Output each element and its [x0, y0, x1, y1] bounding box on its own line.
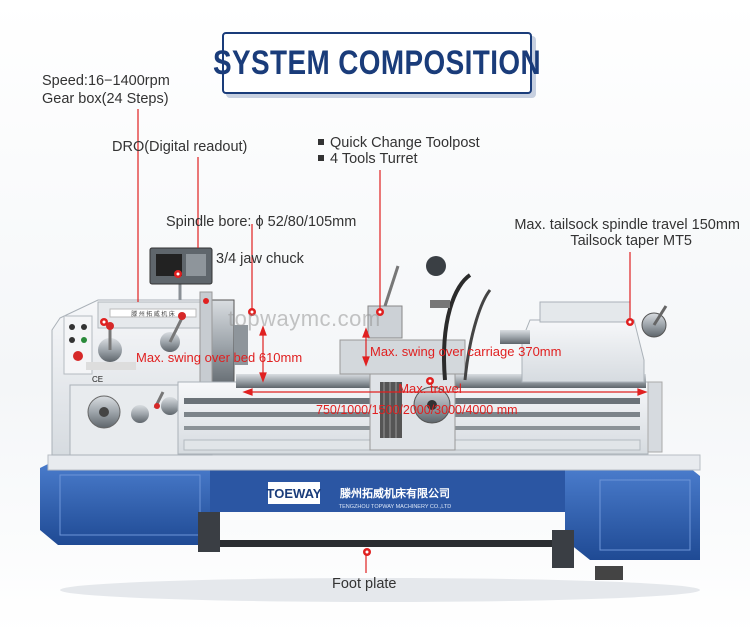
- tailstock-top: [539, 301, 631, 323]
- brand-logo: TOEWAY: [267, 486, 322, 501]
- spindle-bore-label: Spindle bore: ϕ 52/80/105mm: [166, 214, 357, 230]
- foot-bracket-right: [552, 530, 574, 568]
- company-name-cn: 滕州拓威机床有限公司: [340, 486, 450, 500]
- svg-text:CE: CE: [92, 375, 103, 384]
- left-base-cabinet: [40, 462, 210, 545]
- lamp-arm: [442, 273, 472, 381]
- company-name-en: TENGZHOU TOPWAY MACHINERY CO.,LTD: [339, 504, 451, 510]
- emergency-stop: [73, 351, 83, 361]
- toolpost-label: Quick Change Toolpost: [318, 135, 480, 151]
- turret-label: 4 Tools Turret: [318, 151, 418, 167]
- tailstock-travel-label: Max. tailsock spindle travel 150mm: [514, 217, 740, 233]
- swing-over-carriage-arrow: [362, 327, 370, 367]
- dro-label: DRO(Digital readout): [112, 139, 248, 155]
- bullet-icon: [318, 139, 324, 146]
- jaw-chuck: [209, 299, 235, 391]
- brand-logo-plate: [268, 482, 320, 504]
- swing-over-bed-label: Max. swing over bed 610mm: [136, 350, 303, 365]
- annotation-lines: [137, 109, 631, 573]
- swing-over-bed-arrow: [259, 325, 267, 383]
- leveling-foot: [595, 566, 623, 580]
- right-base-cabinet: [565, 468, 700, 560]
- foot-plate-bar: [210, 540, 570, 547]
- foot-bracket-left: [198, 512, 220, 552]
- gearbox-label: Gear box(24 Steps): [42, 91, 169, 107]
- page-title: SYSTEM COMPOSITION: [212, 43, 542, 82]
- floor-shadow: [60, 578, 700, 602]
- max-travel-arrow: [242, 388, 648, 396]
- max-travel-label: Max. travel: [398, 381, 462, 396]
- tailstock-quill: [500, 330, 530, 344]
- work-lamp: [426, 256, 446, 276]
- foot-plate-label: Foot plate: [332, 576, 397, 592]
- max-travel-values: 750/1000/1500/2000/3000/4000 mm: [316, 403, 518, 417]
- chuck-jaw: [234, 325, 248, 365]
- right-cabinet-panel: [599, 479, 691, 551]
- speed-label: Speed:16−1400rpm: [42, 73, 170, 89]
- tailstock-taper-label: Tailsock taper MT5: [570, 233, 692, 249]
- bullet-icon: [318, 155, 324, 162]
- chip-tray: [47, 454, 701, 471]
- chuck-label: 3/4 jaw chuck: [216, 251, 304, 267]
- title-box: SYSTEM COMPOSITION: [213, 32, 541, 94]
- coolant-pipe: [463, 289, 492, 381]
- left-cabinet-panel: [59, 474, 201, 536]
- headstock-plate-text: 滕 州 拓 威 机 床: [131, 310, 175, 318]
- swing-over-carriage-label: Max. swing over carriage 370mm: [370, 344, 562, 359]
- headstock-nameplate: [109, 308, 197, 318]
- watermark: topwaymc.com: [228, 306, 381, 331]
